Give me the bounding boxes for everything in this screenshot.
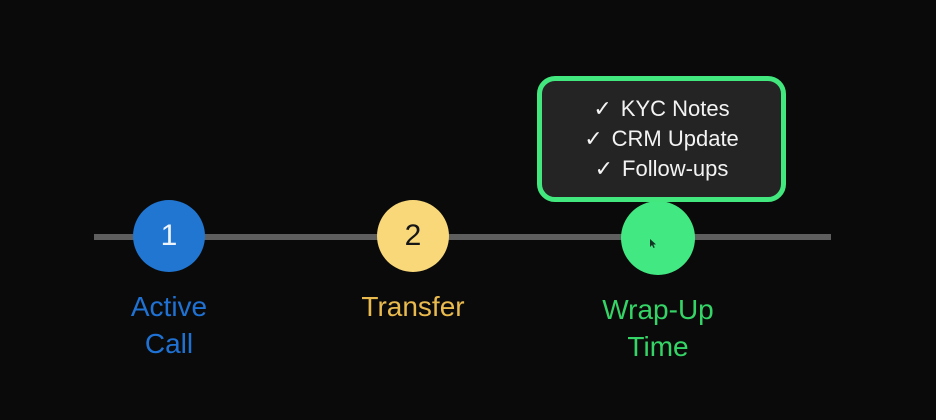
checklist-item-label: Follow-ups	[622, 156, 729, 181]
wrap-up-tooltip: ✓ KYC Notes ✓ CRM Update ✓ Follow-ups	[537, 76, 786, 202]
step-number: 2	[404, 219, 422, 252]
step-circle-active-call[interactable]: 1	[133, 200, 205, 272]
checklist-item-label: KYC Notes	[620, 96, 730, 121]
step-label-active-call: Active Call	[130, 291, 208, 359]
step-circle-transfer[interactable]: 2	[377, 200, 449, 272]
checklist-item: ✓ Follow-ups	[595, 154, 729, 184]
check-icon: ✓	[593, 96, 612, 121]
step-circle-wrap-up-time[interactable]	[621, 201, 695, 275]
step-label-transfer: Transfer	[361, 291, 465, 322]
step-label-wrap-up-time: Wrap-Up Time	[602, 294, 714, 362]
check-icon: ✓	[584, 126, 603, 151]
checklist-item: ✓ KYC Notes	[593, 94, 729, 124]
timeline-line	[94, 234, 831, 240]
step-active-call: 1 Active Call	[89, 200, 249, 362]
step-number: 1	[160, 219, 178, 252]
step-transfer: 2 Transfer	[333, 200, 493, 325]
checklist-item-label: CRM Update	[611, 126, 739, 151]
check-icon: ✓	[594, 156, 614, 181]
checklist-item: ✓ CRM Update	[584, 124, 739, 154]
step-wrap-up-time: Wrap-Up Time	[578, 201, 738, 365]
